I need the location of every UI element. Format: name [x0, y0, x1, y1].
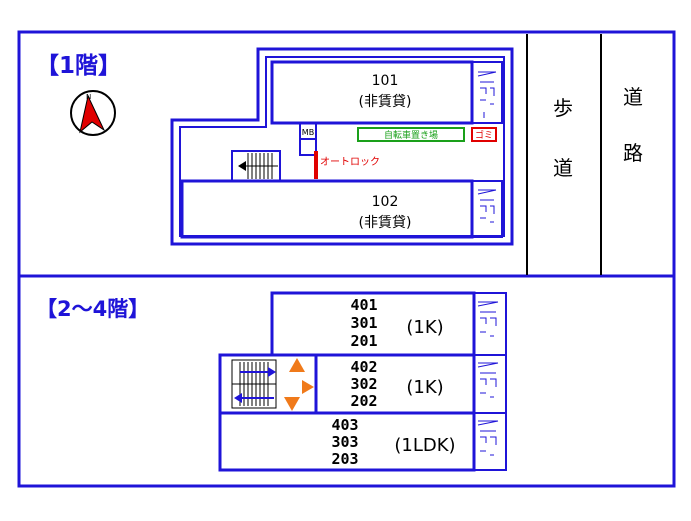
- sidewalk-char-2: 道: [553, 156, 573, 180]
- mb-label: MB: [302, 128, 314, 137]
- stack-1-type: (1K): [406, 317, 443, 338]
- floor1-heading: 【1階】: [36, 53, 121, 79]
- stack-3-number-3: 203: [331, 450, 358, 468]
- balcony-stack-2: [473, 354, 507, 414]
- stack-2-number-3: 202: [350, 392, 377, 410]
- stack-2-number-2: 302: [350, 375, 377, 393]
- stack-1-number-3: 201: [350, 332, 377, 350]
- unit-stack-2: [314, 353, 476, 415]
- balcony-rail-icons: [477, 71, 499, 456]
- stack-1-number-1: 401: [350, 296, 377, 314]
- unit-101-number: 101: [372, 73, 399, 89]
- unit-102-number: 102: [372, 194, 399, 210]
- bicycle-label: 自転車置き場: [384, 129, 438, 141]
- stack-2-number-1: 402: [350, 358, 377, 376]
- stack-1-number-2: 301: [350, 314, 377, 332]
- unit-101-type: (非賃貸): [359, 94, 412, 110]
- sidewalk-char-1: 歩: [553, 96, 573, 120]
- compass-icon: N: [70, 90, 116, 136]
- unit-102: [180, 179, 474, 239]
- floors-2-4-heading: 【2～4階】: [36, 297, 149, 321]
- stack-3-number-1: 403: [331, 416, 358, 434]
- unit-101: [270, 60, 474, 125]
- svg-text:N: N: [86, 93, 91, 101]
- autolock-label: オートロック: [320, 156, 380, 168]
- floor1-building: [170, 47, 514, 246]
- floors-2-4-building: [218, 291, 507, 472]
- floors-2-4-frame: [17, 274, 676, 488]
- road-char-1: 道: [623, 85, 643, 109]
- balcony-101: [471, 61, 503, 124]
- staircase-1f: [231, 150, 281, 182]
- stack-3-type: (1LDK): [394, 435, 455, 456]
- garbage-label: ゴミ: [475, 129, 493, 141]
- stack-2-type: (1K): [406, 377, 443, 398]
- road-char-2: 路: [623, 141, 643, 165]
- balcony-102: [471, 180, 503, 238]
- bicycle-area: [357, 127, 465, 142]
- stack-3-number-2: 303: [331, 433, 358, 451]
- entrance-arrows: [284, 358, 314, 411]
- garbage-area: [471, 127, 497, 142]
- unit-102-type: (非賃貸): [359, 215, 412, 231]
- balcony-stack-3: [473, 412, 507, 471]
